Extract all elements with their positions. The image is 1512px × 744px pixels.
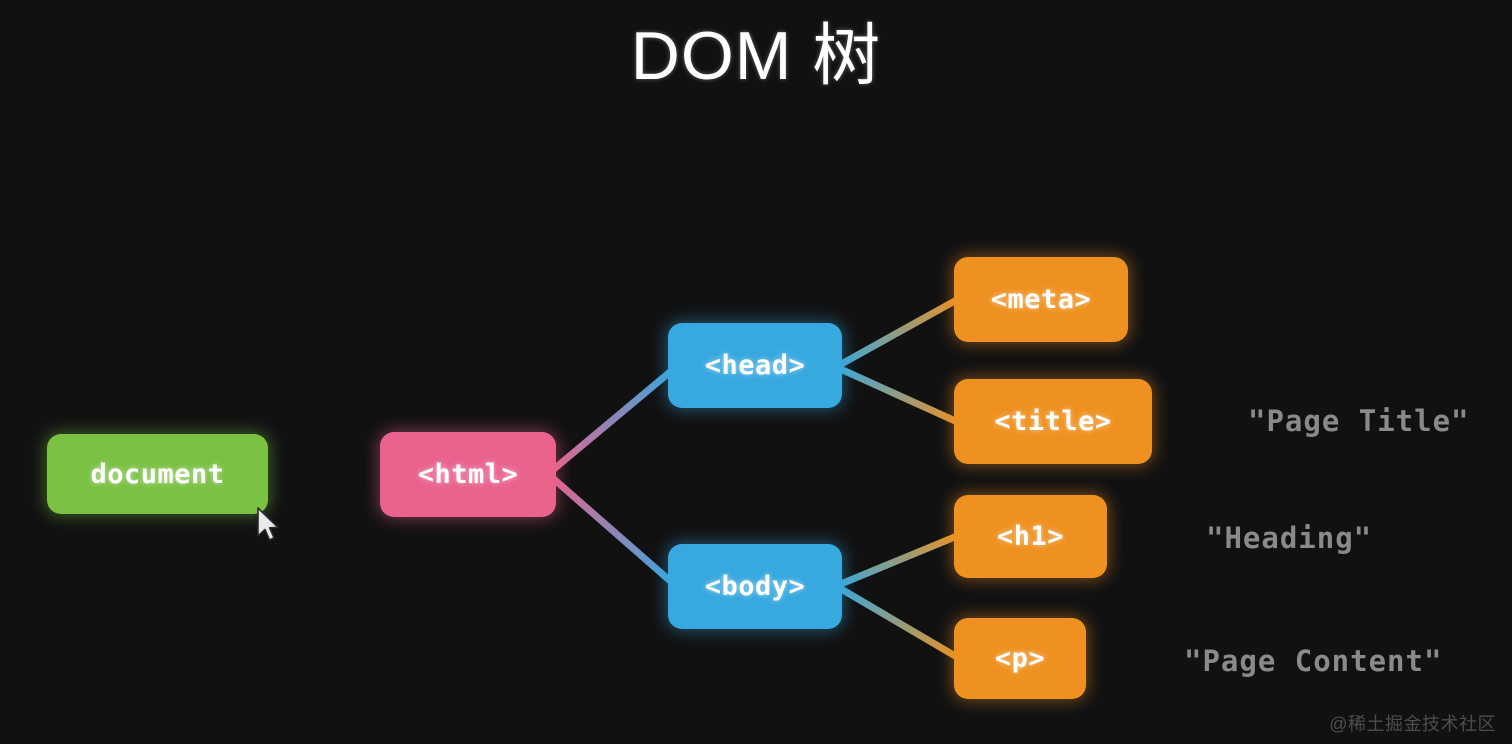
edge-head-meta — [832, 293, 966, 371]
page-title: DOM 树 — [630, 18, 882, 94]
node-meta-label: <meta> — [990, 284, 1092, 315]
text-node-page-title: "Page Title" — [1248, 401, 1470, 441]
edge-html-body — [544, 470, 680, 590]
node-h1[interactable]: <h1> — [954, 495, 1107, 578]
text-node-heading-value: "Heading" — [1206, 521, 1373, 555]
edge-head-title — [832, 363, 966, 428]
node-body-label: <body> — [704, 571, 806, 602]
node-html-label: <html> — [417, 459, 519, 490]
node-document-label: document — [90, 458, 225, 490]
node-document[interactable]: document — [47, 434, 268, 514]
node-title[interactable]: <title> — [954, 379, 1152, 464]
text-node-heading: "Heading" — [1206, 518, 1372, 558]
node-meta[interactable]: <meta> — [954, 257, 1128, 342]
node-head-label: <head> — [704, 350, 806, 381]
node-title-label: <title> — [994, 406, 1112, 437]
node-html[interactable]: <html> — [380, 432, 556, 517]
node-body[interactable]: <body> — [668, 544, 842, 629]
node-p-label: <p> — [994, 643, 1046, 674]
edge-body-p — [832, 582, 966, 664]
node-p[interactable]: <p> — [954, 618, 1086, 699]
watermark: @稀土掘金技术社区 — [1329, 714, 1496, 734]
node-head[interactable]: <head> — [668, 323, 842, 408]
node-h1-label: <h1> — [996, 521, 1065, 552]
text-node-page-content-value: "Page Content" — [1184, 644, 1443, 678]
text-node-page-content: "Page Content" — [1184, 641, 1442, 681]
text-node-page-title-value: "Page Title" — [1248, 404, 1470, 438]
edge-body-h1 — [832, 530, 966, 590]
edge-html-head — [544, 363, 680, 478]
